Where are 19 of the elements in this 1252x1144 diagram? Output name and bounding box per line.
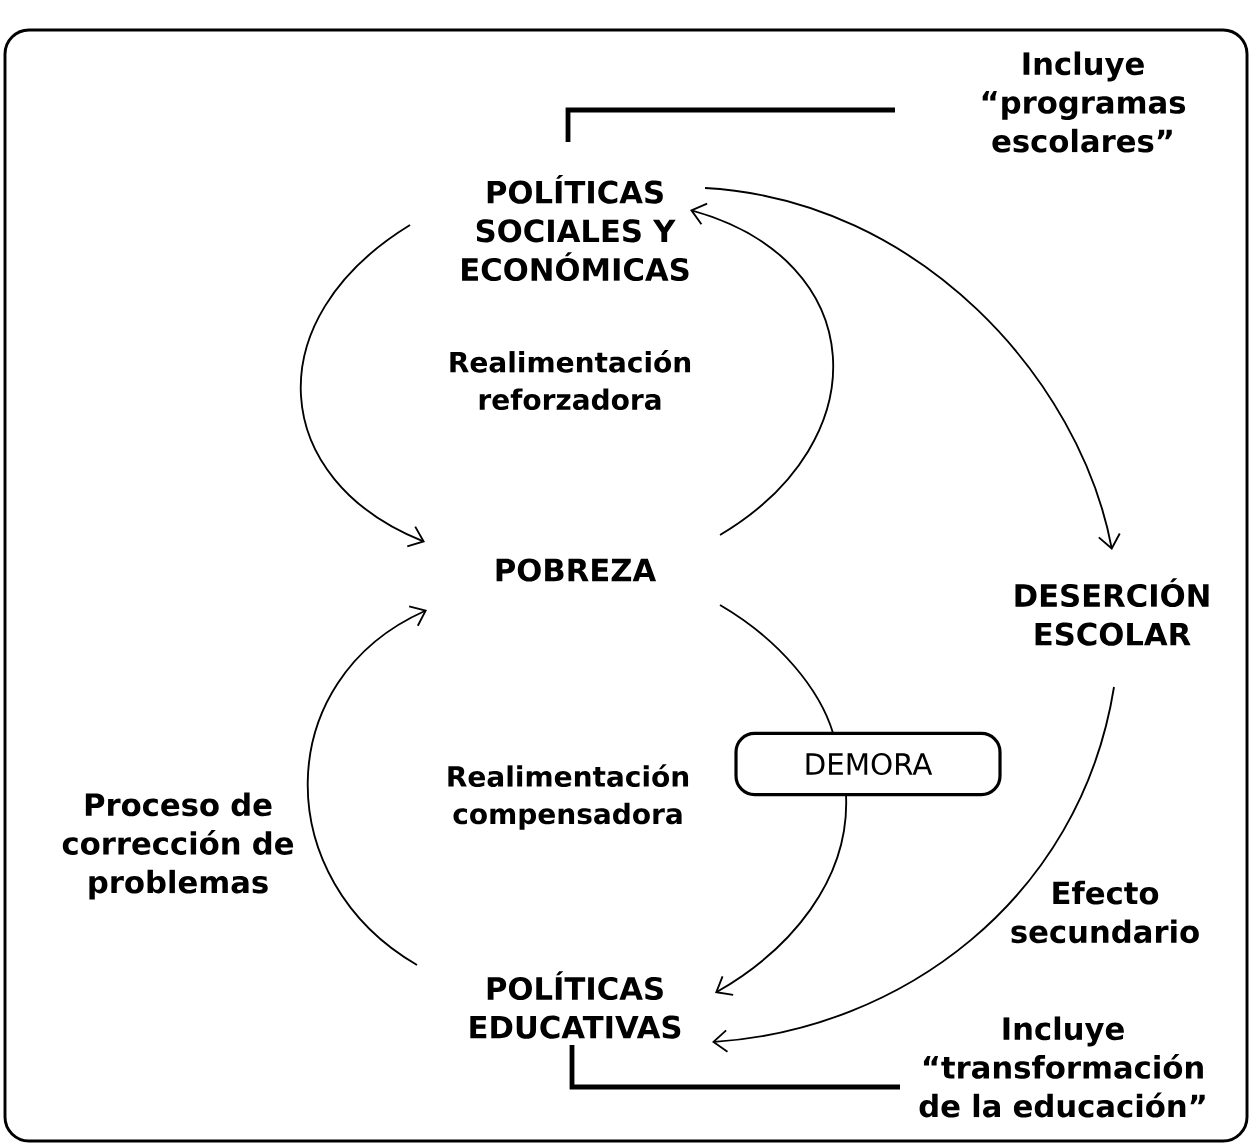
- arrow: [712, 686, 1115, 1053]
- arrow: [690, 202, 834, 536]
- loop-label: Realimentación compensadora: [448, 764, 689, 830]
- edge-label: Proceso de corrección de problemas: [62, 792, 294, 900]
- arrow: [300, 224, 425, 548]
- delay-box: DEMORA: [734, 731, 1002, 797]
- arrow: [704, 187, 1121, 550]
- leader-line: [569, 1045, 900, 1090]
- edge-label: Efecto secundario: [1011, 880, 1199, 944]
- arrow: [715, 794, 847, 996]
- concept-label: POLÍTICAS SOCIALES Y ECONÓMICAS: [462, 174, 689, 282]
- concept-label: POLÍTICAS EDUCATIVAS: [470, 971, 681, 1039]
- arrow: [306, 605, 427, 966]
- concept-label: POBREZA: [496, 558, 657, 582]
- note-text: Incluye “programas escolares”: [982, 51, 1186, 153]
- concept-label: DESERCIÓN ESCOLAR: [1015, 578, 1209, 646]
- leader-line: [565, 107, 895, 142]
- loop-label: Realimentación reforzadora: [450, 349, 691, 411]
- note-text: Incluye “transformación de la educación”: [919, 1016, 1205, 1118]
